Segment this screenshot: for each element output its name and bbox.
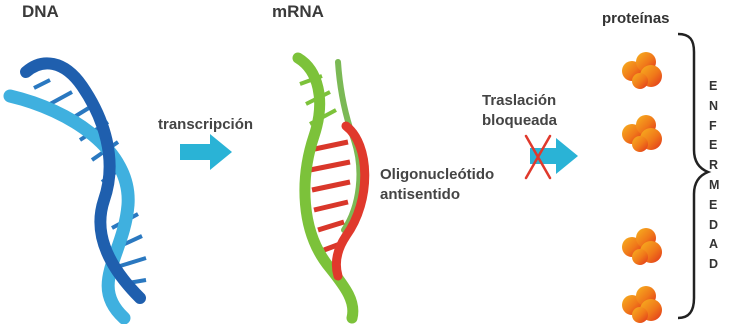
disease-letter: R [709,158,719,173]
antisense-strand [331,121,370,281]
translation-label-line2: bloqueada [482,112,558,129]
protein-2-icon [622,115,662,152]
disease-letter: E [709,79,718,93]
translation-label-line1: Traslación [482,92,557,109]
mrna-title: mRNA [272,2,324,21]
dna-helix [3,57,147,324]
protein-1-icon [622,52,662,89]
disease-letter: E [709,197,718,212]
disease-letter: N [709,98,719,113]
antisense-rungs [309,139,351,253]
curly-brace [677,32,712,320]
proteins-title: proteínas [602,10,670,27]
disease-letter: D [709,217,719,232]
mrna-strand [292,52,359,324]
oligo-label-line1: Oligonucleótido [380,166,495,183]
transcription-label: transcripción [158,116,254,133]
dna-strand-dark [20,57,146,304]
dna-title: DNA [22,2,59,21]
protein-3-icon [622,228,662,265]
disease-letter: D [709,257,719,272]
dna-strand-light [3,89,135,324]
disease-letter: E [709,138,718,153]
disease-letter: F [709,118,717,133]
block-cross-icon [524,134,552,180]
disease-letters: E N F E R M E D A D [709,77,729,275]
protein-4-icon [622,286,662,323]
transcription-arrow [180,134,232,170]
disease-letter: A [709,237,719,252]
oligo-label-line2: antisentido [380,186,461,203]
disease-letter: M [709,177,720,192]
mrna-helix [292,52,370,324]
